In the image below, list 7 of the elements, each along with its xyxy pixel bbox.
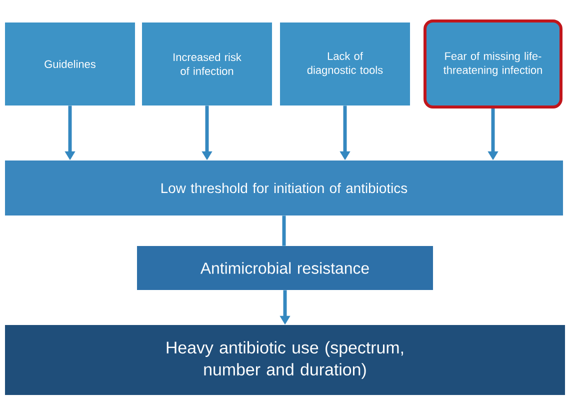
highlighted-box: Fear of missing life-threatening infection — [424, 20, 562, 108]
outcome-box: Heavy antibiotic use (spectrum, number and duration) — [5, 325, 565, 395]
cause-box: Guidelines — [5, 22, 135, 106]
process-box: Antimicrobial resistance — [137, 246, 433, 290]
process-box: Low threshold for initiation of antibiotics — [5, 160, 563, 216]
cause-box: Increased risk of infection — [142, 22, 272, 106]
cause-box: Lack of diagnostic tools — [280, 22, 410, 106]
